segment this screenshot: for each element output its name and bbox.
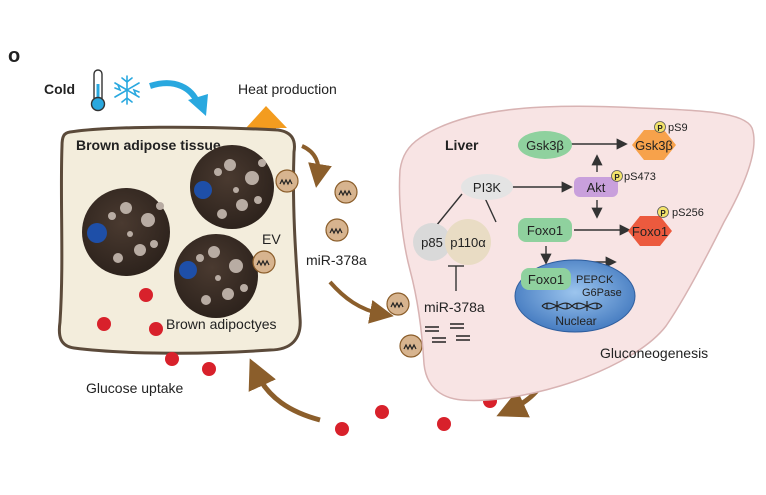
gsk3b-node: Gsk3β xyxy=(518,131,572,159)
extracellular-vesicle xyxy=(325,218,349,242)
liver-title: Liver xyxy=(445,137,479,153)
svg-text:Gsk3β: Gsk3β xyxy=(526,138,564,153)
extracellular-vesicle xyxy=(386,292,410,316)
brown-adipocytes-label: Brown adipoctyes xyxy=(166,316,277,332)
foxo1-nuclear-label: Foxo1 xyxy=(528,272,564,287)
extracellular-vesicle xyxy=(399,334,423,358)
extracellular-vesicle xyxy=(252,250,276,274)
snowflake-icon xyxy=(114,75,140,105)
mirna-strands-icon xyxy=(425,323,470,343)
gluconeogenesis-label: Gluconeogenesis xyxy=(600,345,708,361)
ps9-label: pS9 xyxy=(668,122,688,134)
cold-arrow-head xyxy=(188,94,208,116)
bat-title: Brown adipose tissue xyxy=(76,137,221,153)
brown-adipocyte-cell xyxy=(190,145,274,229)
nucleus: Foxo1 PEPCK G6Pase Nuclear xyxy=(514,259,636,333)
svg-text:Akt: Akt xyxy=(587,180,606,195)
akt-node: Akt P pS473 xyxy=(574,170,656,197)
glucose-uptake-label: Glucose uptake xyxy=(86,380,183,396)
svg-text:p85: p85 xyxy=(421,235,443,250)
foxo1-node: Foxo1 xyxy=(518,218,572,242)
nuclear-label: Nuclear xyxy=(555,314,596,328)
brown-adipocyte-cell xyxy=(82,188,170,276)
bat-mir-label: miR-378a xyxy=(306,252,367,268)
ev-release-arrow xyxy=(301,144,332,188)
ev-label: EV xyxy=(262,231,281,247)
pepck-label: PEPCK xyxy=(576,274,614,286)
extracellular-vesicle xyxy=(275,169,299,193)
heat-production-label: Heat production xyxy=(238,81,337,97)
brown-adipocyte-cell xyxy=(174,234,258,318)
svg-text:Foxo1: Foxo1 xyxy=(632,224,668,239)
glucose-return-arrow xyxy=(248,358,321,423)
ev-to-liver-arrow xyxy=(328,280,394,324)
cold-label: Cold xyxy=(44,81,75,97)
svg-text:P: P xyxy=(657,124,663,133)
ps256-label: pS256 xyxy=(672,207,704,219)
panel-letter: o xyxy=(8,45,20,67)
foxo1-nuclear-node xyxy=(521,268,571,290)
phospho-foxo1-node: Foxo1 P pS256 xyxy=(628,206,704,246)
p85-node: p85 xyxy=(413,223,451,261)
extracellular-vesicle xyxy=(334,180,358,204)
heat-arrow-icon xyxy=(246,106,287,140)
svg-text:Gsk3β: Gsk3β xyxy=(635,138,673,153)
thermometer-icon xyxy=(90,69,106,112)
pathway-edges xyxy=(435,138,631,291)
svg-text:Foxo1: Foxo1 xyxy=(527,223,563,238)
svg-text:p110α: p110α xyxy=(450,235,486,250)
pi3k-node: PI3K xyxy=(461,174,513,200)
ps473-label: pS473 xyxy=(624,171,656,183)
phospho-gsk3b-node: Gsk3β P pS9 xyxy=(632,121,688,160)
svg-text:P: P xyxy=(614,173,620,182)
svg-text:PI3K: PI3K xyxy=(473,180,502,195)
dna-icon xyxy=(541,301,603,311)
p110a-node: p110α xyxy=(445,219,491,265)
svg-text:P: P xyxy=(660,209,666,218)
liver-mir-label: miR-378a xyxy=(424,299,485,315)
g6pase-label: G6Pase xyxy=(582,287,622,299)
